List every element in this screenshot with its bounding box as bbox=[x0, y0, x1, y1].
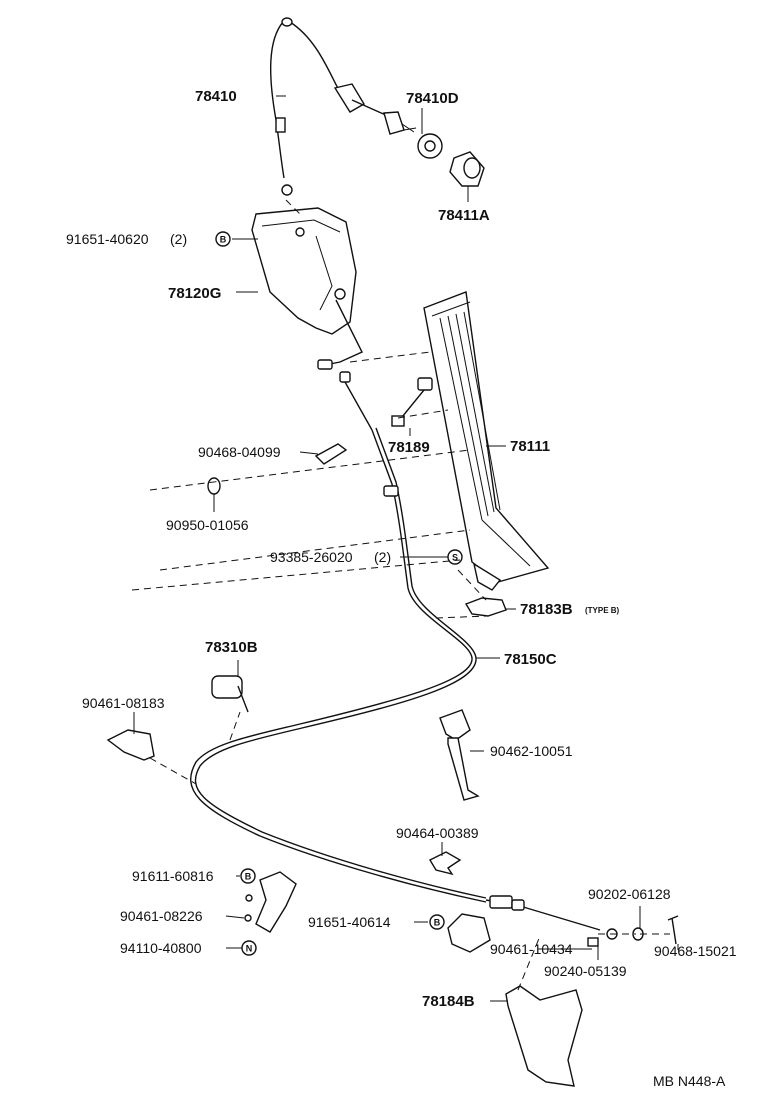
cable-78410-drawing bbox=[270, 17, 417, 196]
svg-text:B: B bbox=[220, 235, 227, 245]
part-label-78120g: 78120G bbox=[168, 285, 221, 302]
marker-n: N bbox=[241, 940, 257, 956]
clip-78183b-drawing bbox=[464, 597, 507, 617]
part-label-90461-10434: 90461-10434 bbox=[490, 941, 573, 957]
pin-90468-15021-drawing bbox=[667, 915, 679, 945]
grommet-78410d-drawing bbox=[417, 133, 443, 159]
part-label-94110-40800: 94110-40800 bbox=[120, 940, 202, 956]
part-label-91611-60816: 91611-60816 bbox=[132, 868, 214, 884]
part-label-90240-05139: 90240-05139 bbox=[544, 963, 627, 979]
part-label-78111: 78111 bbox=[510, 438, 550, 455]
part-label-90461-08226: 90461-08226 bbox=[120, 908, 203, 924]
part-label-91651-40620: 91651-40620 bbox=[66, 231, 149, 247]
svg-text:N: N bbox=[246, 944, 253, 954]
marker-b-3: B bbox=[429, 914, 445, 930]
marker-b-1: B bbox=[215, 231, 231, 247]
clamp-78310b-drawing bbox=[211, 675, 249, 713]
marker-b-2: B bbox=[240, 868, 256, 884]
part-label-90202-06128: 90202-06128 bbox=[588, 886, 671, 902]
svg-text:B: B bbox=[434, 918, 441, 928]
svg-text:B: B bbox=[245, 872, 252, 882]
pin-90240-05139-drawing bbox=[587, 937, 599, 947]
nut-90468-04099-drawing bbox=[314, 443, 348, 465]
part-label-90464-00389: 90464-00389 bbox=[396, 825, 479, 841]
clamp-90461-10434-drawing bbox=[447, 913, 491, 953]
part-qty-91651-40620: (2) bbox=[170, 231, 187, 247]
part-label-90468-04099: 90468-04099 bbox=[198, 444, 281, 460]
part-label-78310b: 78310B bbox=[205, 639, 258, 656]
clip-90464-00389-drawing bbox=[429, 851, 462, 876]
part-label-90461-08183: 90461-08183 bbox=[82, 695, 165, 711]
clamp-90462-10051-drawing bbox=[439, 709, 480, 801]
pedal-lever-drawing bbox=[317, 299, 373, 431]
part-label-78410: 78410 bbox=[195, 88, 237, 105]
part-label-78184b: 78184B bbox=[422, 993, 475, 1010]
marker-s: S bbox=[452, 553, 458, 563]
cap-78411a-drawing bbox=[449, 151, 485, 187]
pedal-bracket-78120g-drawing bbox=[251, 207, 357, 335]
diagram-code: MB N448-A bbox=[653, 1073, 726, 1089]
part-label-90468-15021: 90468-15021 bbox=[654, 943, 737, 959]
part-label-78183b: 78183B bbox=[520, 601, 573, 618]
svg-text:S: S bbox=[452, 553, 458, 563]
bracket-78184b-drawing bbox=[505, 985, 583, 1087]
stopper-78189-drawing bbox=[391, 377, 433, 427]
part-label-93385-26020: 93385-26020 bbox=[270, 549, 353, 565]
part-qty-93385-26020: (2) bbox=[374, 549, 391, 565]
part-note-78183b: (TYPE B) bbox=[585, 606, 620, 615]
part-label-78189: 78189 bbox=[388, 439, 430, 456]
diagram-artwork bbox=[106, 17, 679, 1087]
cable-78150c-drawing bbox=[190, 427, 618, 940]
clamp-90461-08183-drawing bbox=[106, 729, 155, 761]
pad-90950-01056-drawing bbox=[207, 477, 221, 495]
clamp-90461-08226-drawing bbox=[244, 871, 297, 933]
part-label-90950-01056: 90950-01056 bbox=[166, 517, 249, 533]
part-label-91651-40614: 91651-40614 bbox=[308, 914, 391, 930]
part-label-78411a: 78411A bbox=[438, 207, 490, 224]
accelerator-pedal-78111-drawing bbox=[423, 291, 550, 591]
part-label-78410d: 78410D bbox=[406, 90, 459, 107]
part-label-78150c: 78150C bbox=[504, 651, 557, 668]
part-label-90462-10051: 90462-10051 bbox=[490, 743, 573, 759]
